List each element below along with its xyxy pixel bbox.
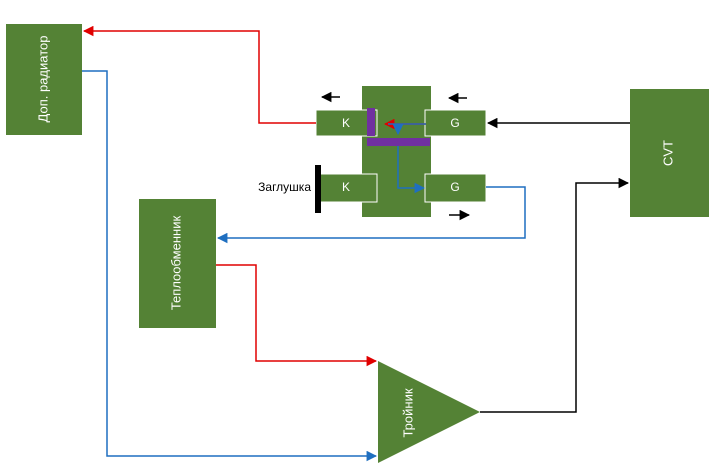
valve-port-g-bottom-label: G bbox=[450, 180, 459, 194]
valve-port-g-top: G bbox=[424, 109, 487, 137]
tee-label: Тройник bbox=[400, 388, 415, 437]
valve-port-k-bottom: K bbox=[315, 173, 378, 203]
aux-radiator-label: Доп. радиатор bbox=[35, 36, 50, 123]
heat-exchanger-block bbox=[139, 199, 216, 328]
tee-block bbox=[378, 361, 480, 463]
line-tee-to-cvt bbox=[480, 177, 630, 413]
valve-port-k-top: K bbox=[315, 109, 378, 137]
valve-port-k-bottom-label: K bbox=[342, 180, 350, 194]
internal-link-vertical bbox=[367, 108, 375, 136]
heat-exchanger-label: Теплообменник bbox=[168, 216, 183, 311]
internal-flow-blue-to-g bbox=[397, 146, 426, 194]
valve-port-g-top-label: G bbox=[450, 116, 459, 130]
line-heat-exchanger-to-tee bbox=[216, 264, 378, 367]
valve-port-g-bottom: G bbox=[424, 173, 487, 203]
plug-label: Заглушка bbox=[258, 180, 311, 194]
aux-radiator-block bbox=[6, 24, 82, 135]
line-valve-g-to-heat-exchanger bbox=[216, 186, 526, 244]
line-aux-radiator-to-tee bbox=[82, 70, 378, 462]
plug-bar bbox=[315, 165, 321, 213]
cvt-block bbox=[630, 89, 709, 217]
line-valve-k-to-aux-radiator bbox=[82, 25, 316, 124]
cvt-label: CVT bbox=[660, 140, 675, 166]
valve-port-k-top-label: K bbox=[342, 116, 350, 130]
internal-link-horizontal bbox=[367, 138, 430, 146]
